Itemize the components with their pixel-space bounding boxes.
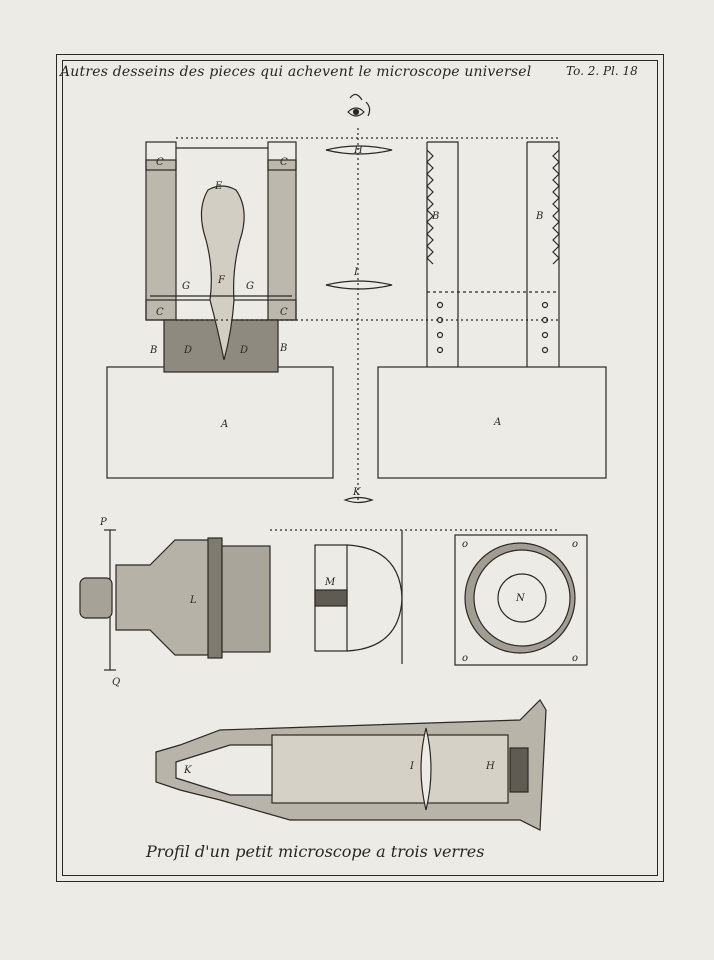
label-i-2: I [410,761,414,772]
microscope-profile [155,699,547,831]
plate-n [454,534,588,666]
label-o-4: o [572,653,579,664]
label-o-2: o [572,539,579,550]
label-b-2: B [280,343,288,354]
lens-column [176,128,558,504]
label-c-1: C [156,157,164,168]
holder-right [377,141,607,479]
label-m: M [325,577,336,588]
label-o-1: o [462,539,469,550]
holder-left [106,141,334,479]
label-f: F [218,275,225,286]
piece-m [314,530,403,664]
plate-title: Autres desseins des pieces qui achevent … [60,64,532,80]
label-l: L [190,595,197,606]
label-g-1: G [182,281,190,292]
label-g-2: G [246,281,254,292]
label-h-2: H [486,761,495,772]
label-c-2: C [280,157,288,168]
label-o-3: o [462,653,469,664]
label-p: P [100,517,107,528]
label-d-1: D [184,345,193,356]
label-h-1: H [354,145,363,156]
label-c-4: C [280,307,288,318]
plate-reference: To. 2. Pl. 18 [566,64,638,78]
plate-caption: Profil d'un petit microscope a trois ver… [146,842,485,861]
label-a-2: A [494,417,502,428]
label-b-1: B [150,345,158,356]
label-e: E [215,181,223,192]
plate-inner-border [62,60,658,876]
eye-icon [347,93,371,117]
label-d-2: D [240,345,249,356]
tube-l [79,529,560,671]
label-i-1: I [354,267,358,278]
label-k-1: K [353,487,361,498]
label-k-2: K [184,765,192,776]
label-b-3: B [432,211,440,222]
label-a-1: A [221,419,229,430]
label-q: Q [112,677,121,688]
label-n: N [516,593,525,604]
label-c-3: C [156,307,164,318]
label-b-4: B [536,211,544,222]
plate-border [56,54,664,882]
